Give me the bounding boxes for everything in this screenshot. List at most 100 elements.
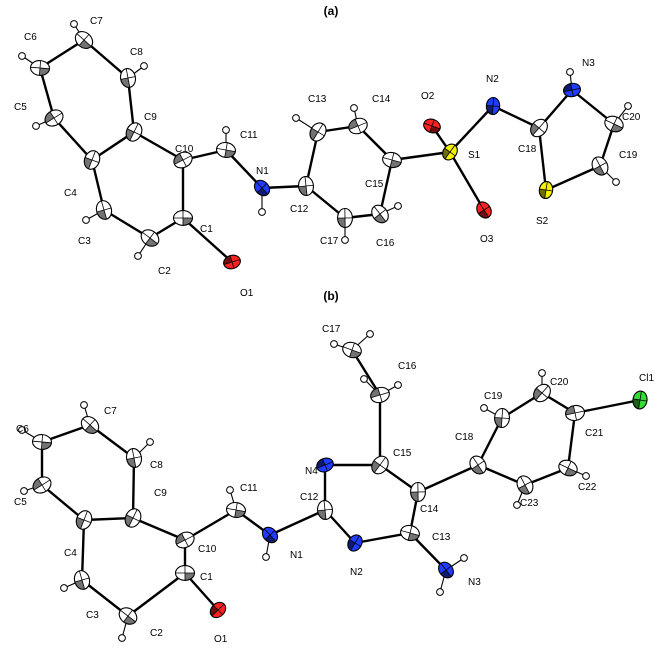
atom-label-c18: C18 (455, 432, 474, 443)
octant-n3 (563, 83, 572, 92)
octant-c22 (564, 468, 577, 476)
octant-n1 (265, 535, 276, 543)
atom-label-c20: C20 (622, 112, 641, 123)
hydrogen-atom-c5-3 (32, 122, 40, 130)
atom-c12 (298, 175, 314, 197)
hydrogen-atom-c3-2 (82, 216, 90, 224)
atom-label-c10: C10 (175, 144, 194, 155)
atom-label-c6: C6 (16, 424, 29, 435)
atom-label-c6: C6 (24, 32, 37, 43)
hydrogen-atom-c23-18 (513, 501, 521, 509)
axis-minor-c6 (38, 60, 42, 76)
atom-label-c12: C12 (290, 204, 309, 215)
atom-c8 (125, 448, 143, 468)
atom-n1 (261, 526, 279, 544)
atom-c2 (118, 607, 138, 625)
axis-minor-c8 (120, 76, 136, 80)
atom-c17 (342, 341, 362, 359)
atom-label-n2: N2 (486, 74, 499, 85)
octant-cl1 (632, 398, 640, 409)
octant-c3 (74, 580, 85, 590)
bond-n2-c18 (491, 104, 541, 130)
atom-label-c7: C7 (90, 16, 103, 27)
bond-s1-o3 (448, 150, 486, 212)
bond-c8-c9 (131, 456, 136, 520)
atom-c2 (140, 229, 160, 247)
axis-minor-c12 (298, 184, 314, 188)
atom-label-c2: C2 (150, 628, 163, 639)
axis-minor-c5 (49, 111, 59, 125)
atom-label-c19: C19 (619, 150, 638, 161)
axis-minor-c14 (354, 118, 362, 134)
octant-c12 (298, 186, 307, 196)
atom-label-c17: C17 (320, 236, 339, 247)
axis-minor-n3 (570, 83, 574, 97)
bond-c9-c10 (131, 516, 187, 542)
atom-label-c9: C9 (154, 488, 167, 499)
hydrogen-atom-c6-4 (18, 52, 26, 60)
bond-c4-c5 (52, 116, 94, 162)
atom-o2 (423, 118, 441, 134)
atom-o1 (209, 601, 227, 619)
octant-c8 (120, 78, 130, 88)
atom-c1 (174, 565, 196, 581)
axis-minor-o1 (213, 604, 223, 616)
octant-c1 (185, 573, 195, 581)
hydrogen-atom-c8-6 (146, 438, 154, 446)
hydrogen-atom-c8-6 (140, 62, 148, 70)
atom-c9 (125, 122, 143, 142)
octant-n2 (486, 105, 493, 115)
atom-n1 (253, 179, 271, 197)
atom-label-c9: C9 (144, 112, 157, 123)
atom-label-c19: C19 (484, 391, 503, 402)
octant-c4 (76, 517, 84, 529)
octant-c20 (610, 124, 623, 132)
hydrogen-atom-n3-10 (436, 588, 444, 596)
atom-label-cl1: Cl1 (639, 373, 654, 384)
octant-c12 (317, 510, 326, 520)
atom-label-o1: O1 (240, 288, 254, 299)
atom-label-c11: C11 (240, 483, 258, 494)
atom-label-s1: S1 (468, 150, 481, 161)
atom-o3 (476, 201, 492, 219)
atom-label-n3: N3 (468, 577, 481, 588)
axis-minor-o3 (478, 206, 490, 214)
octant-c18 (530, 123, 539, 136)
octant-c9 (125, 514, 133, 527)
axis-minor-c9 (127, 128, 141, 136)
atom-label-c8: C8 (130, 47, 143, 58)
hydrogen-atom-c22-17 (582, 472, 590, 480)
axis-minor-c19 (593, 162, 607, 170)
hydrogen-atom-c11-7 (226, 486, 234, 494)
octant-c16 (374, 214, 386, 223)
atom-s1 (442, 143, 458, 161)
atom-c20 (533, 383, 551, 403)
hydrogen-atom-c16-12 (394, 381, 402, 389)
atom-c23 (516, 475, 534, 495)
atom-label-c1: C1 (200, 224, 213, 235)
atom-c15 (371, 455, 389, 475)
atom-c7 (74, 31, 94, 49)
atom-c18 (469, 455, 487, 475)
atom-c5 (32, 476, 52, 494)
hydrogen-atom-c20-16 (538, 369, 546, 377)
hydrogen-atom-c2-1 (134, 252, 142, 260)
bond-c1-c2 (126, 571, 187, 618)
axis-minor-c8 (126, 456, 142, 460)
atom-cl1 (632, 390, 648, 410)
axis-minor-c12 (317, 508, 333, 512)
atom-label-c20: C20 (550, 377, 569, 388)
atom-label-s2: S2 (536, 216, 549, 227)
atom-c3 (95, 200, 113, 220)
panel-b-label: (b) (323, 289, 338, 303)
bond-n1-c12 (268, 508, 327, 537)
atom-label-n3: N3 (582, 58, 595, 69)
octant-c9 (126, 128, 134, 141)
axis-minor-c13 (311, 127, 325, 137)
atom-s2 (538, 180, 554, 200)
axis-minor-n2 (349, 539, 361, 547)
atom-label-c14: C14 (420, 504, 439, 515)
hydrogen-atom-n3-13 (566, 68, 574, 76)
